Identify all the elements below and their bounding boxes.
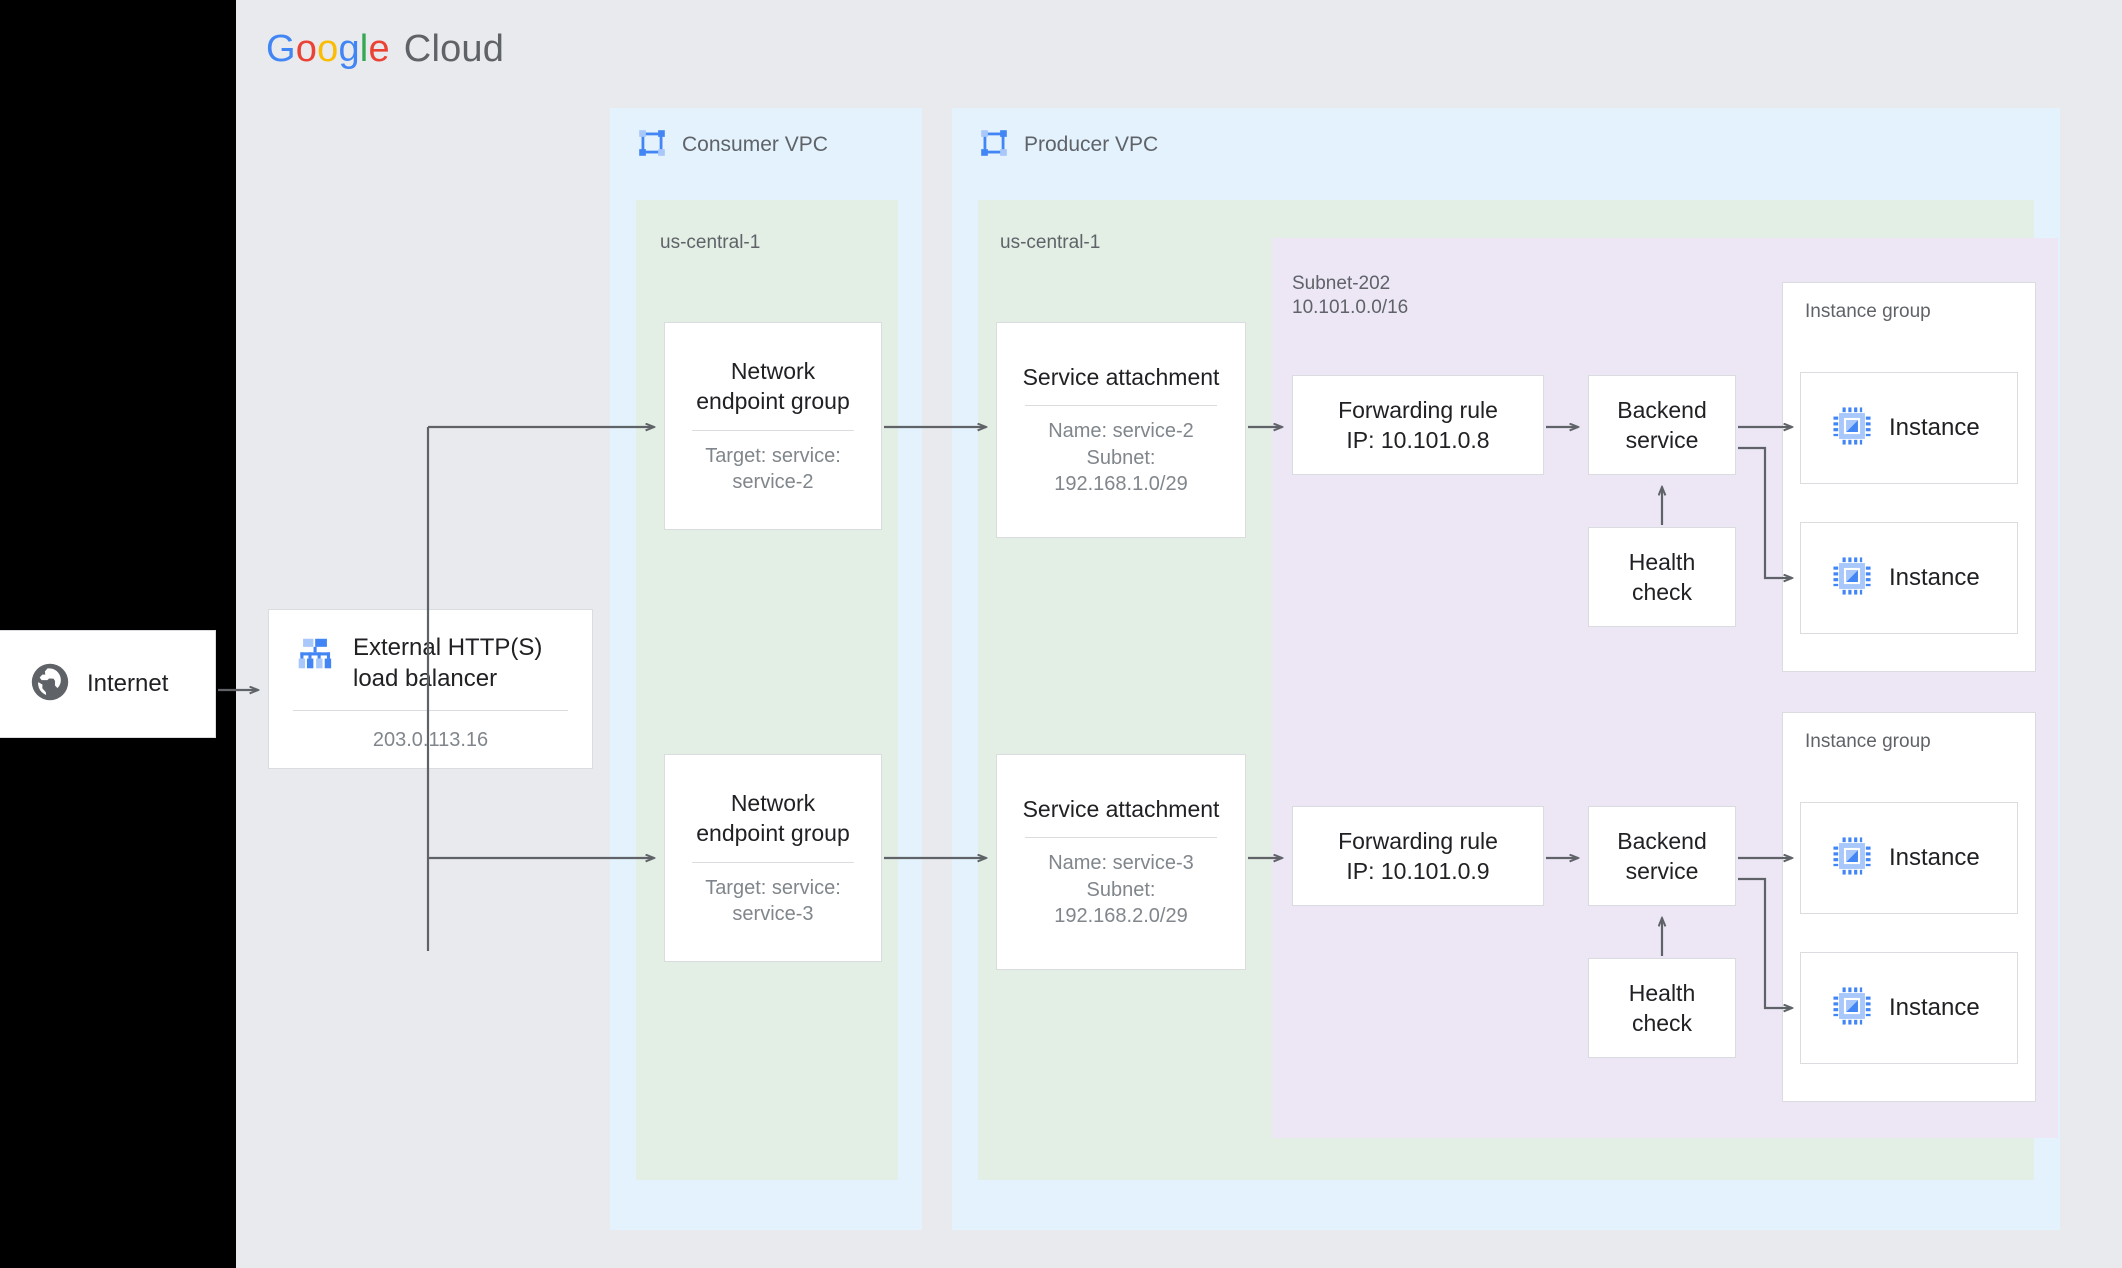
logo-letter-G: G (266, 28, 296, 70)
forwarding-rule-2-text: Forwarding rule IP: 10.101.0.9 (1338, 827, 1498, 884)
forwarding-rule-1-text: Forwarding rule IP: 10.101.0.8 (1338, 396, 1498, 453)
instance-2-1-label: Instance (1889, 844, 1980, 871)
forwarding-rule-2: Forwarding rule IP: 10.101.0.9 (1292, 806, 1544, 906)
instance-group-1-label: Instance group (1805, 301, 1931, 322)
health-check-1-text: Health check (1628, 548, 1696, 605)
service-attachment-1-details: Name: service-2 Subnet: 192.168.1.0/29 (1048, 420, 1194, 496)
instance-1-1: Instance (1800, 372, 2018, 484)
globe-icon (29, 661, 71, 708)
google-cloud-logo: Google Cloud (266, 28, 504, 71)
health-check-2: Health check (1588, 958, 1736, 1058)
service-attachment-2-title: Service attachment (1022, 795, 1220, 822)
load-balancer-icon (293, 634, 337, 683)
backend-service-1-text: Backend service (1617, 396, 1707, 453)
network-endpoint-group-2: Network endpoint group Target: service: … (664, 754, 882, 962)
instance-1-1-label: Instance (1889, 414, 1980, 441)
backend-service-2: Backend service (1588, 806, 1736, 906)
cpu-chip-icon (1831, 405, 1873, 452)
health-check-2-text: Health check (1628, 979, 1696, 1036)
instance-2-2-label: Instance (1889, 994, 1980, 1021)
cpu-chip-icon (1831, 555, 1873, 602)
instance-group-2-label: Instance group (1805, 731, 1931, 752)
service-attachment-2: Service attachment Name: service-3 Subne… (996, 754, 1246, 970)
neg-1-target: Target: service: service-2 (705, 444, 841, 494)
health-check-1: Health check (1588, 527, 1736, 627)
neg-2-title: Network endpoint group (696, 790, 850, 847)
service-attachment-1-title: Service attachment (1022, 363, 1220, 390)
logo-letter-g: g (338, 28, 360, 70)
producer-vpc-title: Producer VPC (1024, 133, 1159, 156)
service-attachment-1: Service attachment Name: service-2 Subne… (996, 322, 1246, 538)
external-http-load-balancer-box: External HTTP(S) load balancer 203.0.113… (268, 609, 593, 769)
logo-letter-o2: o (317, 28, 339, 70)
load-balancer-ip: 203.0.113.16 (372, 729, 489, 752)
logo-letter-l: l (359, 28, 369, 70)
cpu-chip-icon (1831, 835, 1873, 882)
service-attachment-2-details: Name: service-3 Subnet: 192.168.2.0/29 (1048, 852, 1194, 928)
producer-region-label: us-central-1 (1000, 232, 1101, 253)
instance-2-2: Instance (1800, 952, 2018, 1064)
cpu-chip-icon (1831, 985, 1873, 1032)
subnet-202-label: Subnet-202 10.101.0.0/16 (1292, 273, 1409, 319)
consumer-region-label: us-central-1 (660, 232, 761, 253)
internet-label: Internet (87, 670, 169, 698)
load-balancer-title: External HTTP(S) load balancer (353, 634, 543, 693)
backend-service-2-text: Backend service (1617, 827, 1707, 884)
logo-letter-o1: o (295, 28, 318, 70)
forwarding-rule-1: Forwarding rule IP: 10.101.0.8 (1292, 375, 1544, 475)
backend-service-1: Backend service (1588, 375, 1736, 475)
instance-1-2: Instance (1800, 522, 2018, 634)
neg-1-title: Network endpoint group (696, 358, 850, 415)
instance-2-1: Instance (1800, 802, 2018, 914)
logo-cloud-word: Cloud (403, 28, 505, 70)
instance-1-2-label: Instance (1889, 564, 1980, 591)
consumer-vpc-title: Consumer VPC (682, 133, 828, 156)
logo-letter-e: e (368, 28, 390, 70)
neg-2-target: Target: service: service-3 (705, 876, 841, 926)
internet-box: Internet (0, 630, 216, 738)
network-endpoint-group-1: Network endpoint group Target: service: … (664, 322, 882, 530)
consumer-vpc-icon (636, 127, 668, 164)
producer-vpc-icon (978, 127, 1010, 164)
